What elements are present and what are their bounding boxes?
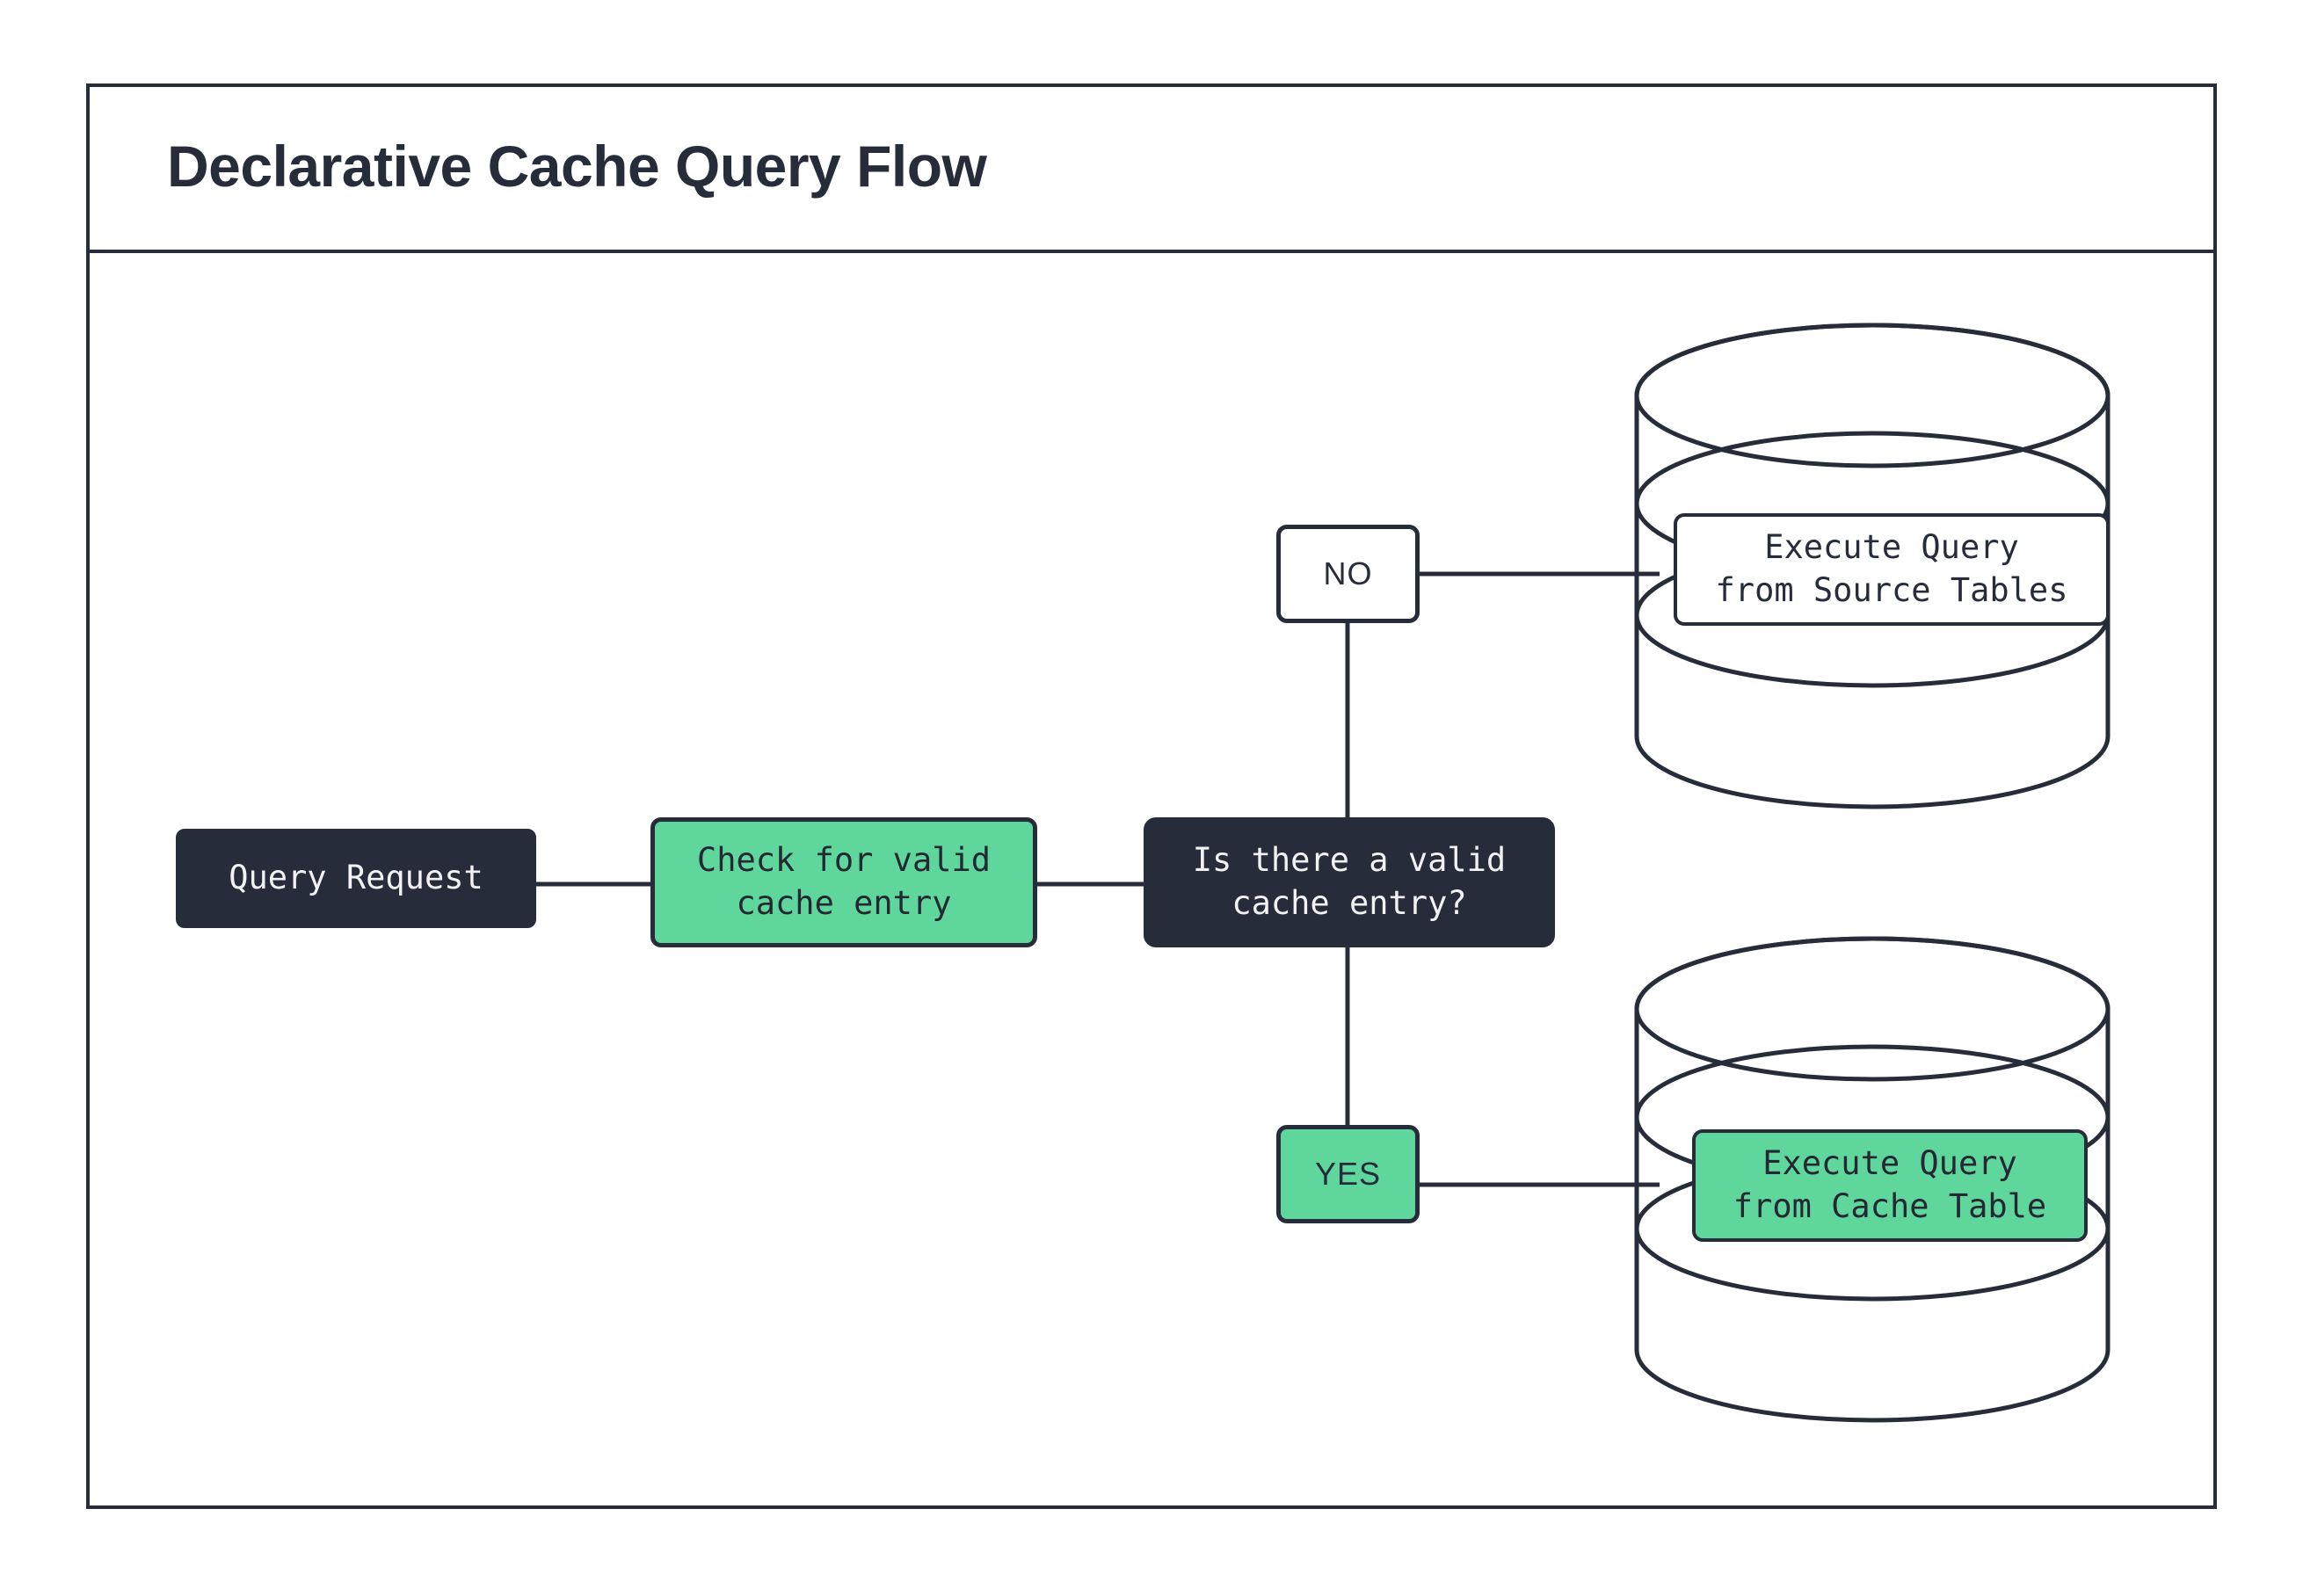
node-check-for-valid-cache-entry[interactable]: Check for valid cache entry [650, 817, 1037, 947]
edge-label-yes[interactable]: YES [1276, 1125, 1420, 1223]
edge-label-no[interactable]: NO [1276, 525, 1420, 623]
diagram-header: Declarative Cache Query Flow [90, 87, 2213, 253]
node-execute-query-from-cache-table[interactable]: Execute Query from Cache Table [1692, 1129, 2088, 1242]
node-execute-query-from-source-tables[interactable]: Execute Query from Source Tables [1674, 513, 2110, 626]
node-decision-valid-cache-entry[interactable]: Is there a valid cache entry? [1144, 817, 1555, 947]
node-query-request[interactable]: Query Request [176, 829, 536, 928]
diagram-frame: Declarative Cache Query Flow [86, 83, 2217, 1509]
page-title: Declarative Cache Query Flow [167, 134, 987, 199]
